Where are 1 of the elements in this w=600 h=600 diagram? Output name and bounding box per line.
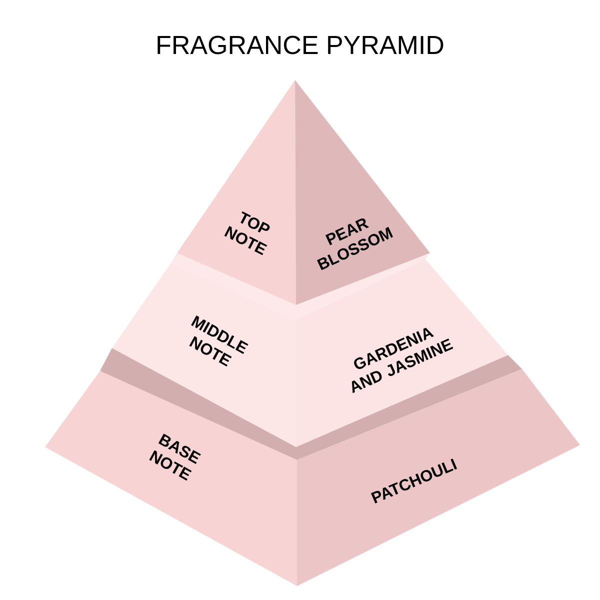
title: FRAGRANCE PYRAMID [158, 36, 444, 54]
